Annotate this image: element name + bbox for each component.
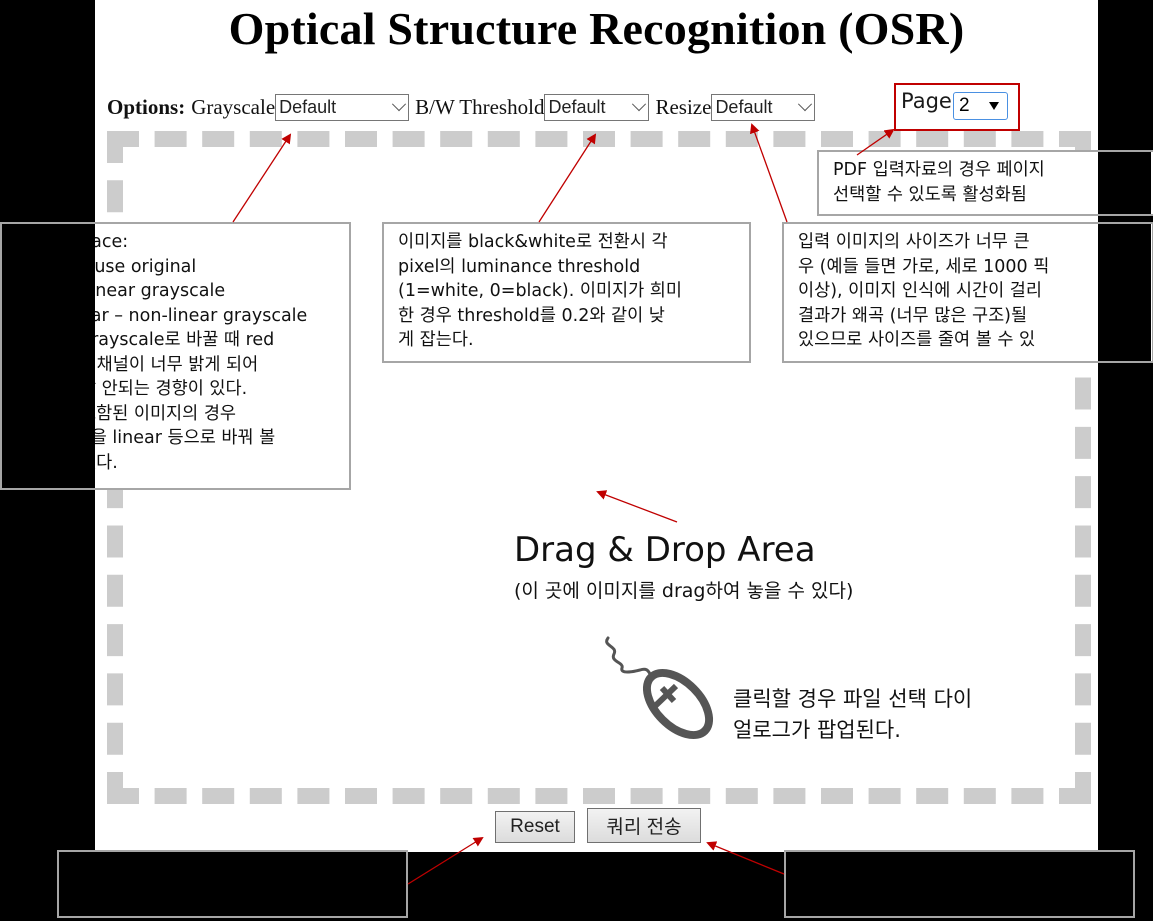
dropdown-triangle-icon [989,102,999,110]
bw-threshold-select[interactable]: Default [544,93,650,121]
dropzone-subtitle: (이 곳에 이미지를 drag하여 놓을 수 있다) [514,580,854,602]
page-label: Page [901,89,952,113]
chevron-down-icon [798,97,813,112]
page-select[interactable]: 2 [953,92,1008,120]
callout-reset-redacted [57,850,408,918]
bw-threshold-label: B/W Threshold [415,94,545,119]
grayscale-value: Default [279,96,337,117]
callout-resize: 입력 이미지의 사이즈가 너무 큰 우 (예들 들면 가로, 세로 1000 픽… [782,222,1153,363]
left-redaction [0,0,95,222]
callout-threshold: 이미지를 black&white로 전환시 각 pixel의 luminance… [382,222,751,363]
right-redaction-resize [1098,224,1151,361]
mouse-icon [605,636,714,740]
page-highlight-box [894,83,1020,131]
page-title: Optical Structure Recognition (OSR) [228,3,965,54]
left-redaction-inner [2,224,95,488]
reset-button[interactable]: Reset [495,811,575,843]
page-value: 2 [959,95,970,116]
dropzone-title: Drag & Drop Area [514,530,816,570]
right-redaction-page [1098,152,1151,214]
bw-threshold-value: Default [548,96,606,117]
click-note: 클릭할 경우 파일 선택 다이 얼로그가 팝업된다. [733,687,973,742]
right-redaction-lower [1098,363,1153,921]
options-label: Options: [107,94,186,119]
left-redaction-lower [0,490,95,921]
callout-page: PDF 입력자료의 경우 페이지 선택할 수 있도록 활성화됨 [817,150,1153,216]
grayscale-label: Grayscale [191,94,276,119]
resize-label: Resize [655,94,712,119]
resize-select[interactable]: Default [711,93,816,121]
resize-value: Default [715,96,773,117]
grayscale-select[interactable]: Default [275,93,410,121]
submit-query-button[interactable]: 쿼리 전송 [587,808,701,843]
right-redaction [1098,0,1153,150]
chevron-down-icon [632,97,647,112]
chevron-down-icon [392,97,407,112]
callout-submit-redacted [784,850,1135,918]
options-bar: Options: Grayscale Default B/W Threshold… [107,92,821,122]
